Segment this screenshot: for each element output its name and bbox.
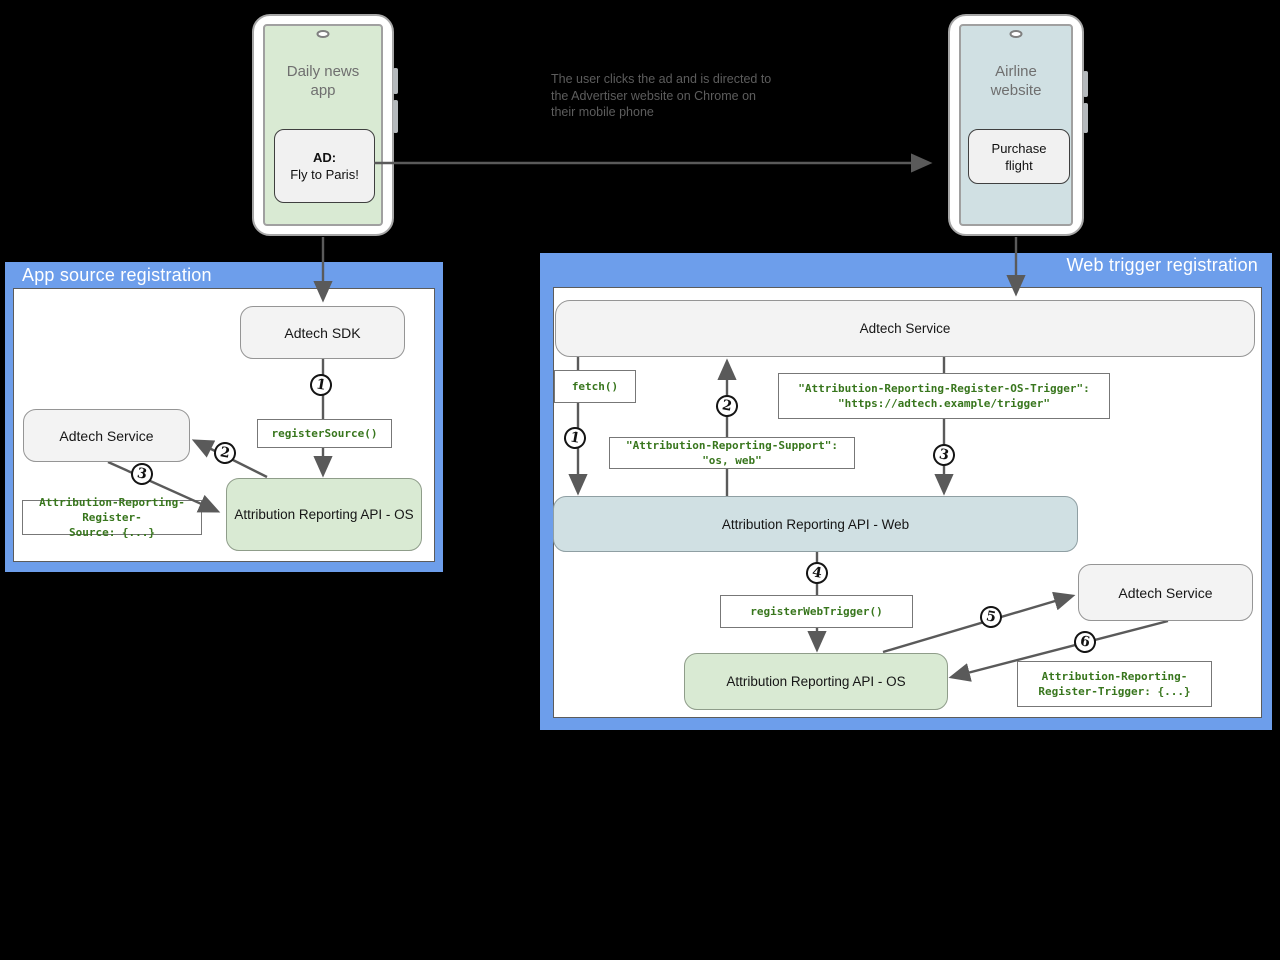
node-attribution-api-web: Attribution Reporting API - Web bbox=[553, 496, 1078, 552]
code-register-source: registerSource() bbox=[257, 419, 392, 448]
camera-icon bbox=[316, 30, 330, 38]
phone-airline-website: Airline website Purchase flight bbox=[948, 14, 1088, 236]
code-register-source-header: Attribution-Reporting-Register- Source: … bbox=[22, 496, 202, 539]
panel-title-web-trigger: Web trigger registration bbox=[1066, 255, 1258, 275]
node-adtech-service: Adtech Service bbox=[23, 409, 190, 462]
code-fetch: fetch() bbox=[554, 370, 636, 403]
web-trigger-registration-panel: Web trigger registration Adtech Service … bbox=[540, 253, 1272, 730]
node-attribution-api-os: Attribution Reporting API - OS bbox=[226, 478, 422, 551]
app-source-registration-panel: App source registration Adtech SDK Adtec… bbox=[5, 262, 443, 572]
code-register-trigger-header: Attribution-Reporting- Register-Trigger:… bbox=[1017, 661, 1212, 707]
camera-icon bbox=[1009, 30, 1023, 38]
annotation-text: The user clicks the ad and is directed t… bbox=[551, 72, 772, 119]
ad-text: Fly to Paris! bbox=[290, 167, 359, 182]
phone-side-button bbox=[393, 68, 398, 94]
node-adtech-sdk: Adtech SDK bbox=[240, 306, 405, 359]
phone-news-app: Daily news app AD: Fly to Paris! bbox=[252, 14, 398, 236]
panel-title-app-source: App source registration bbox=[22, 265, 212, 285]
node-adtech-service-top: Adtech Service bbox=[555, 300, 1255, 357]
code-register-os-trigger-header: "Attribution-Reporting-Register-OS-Trigg… bbox=[778, 373, 1110, 419]
news-app-title: Daily news app bbox=[286, 63, 360, 99]
purchase-flight-box: Purchase flight bbox=[968, 129, 1070, 184]
code-support-header: "Attribution-Reporting-Support": "os, we… bbox=[609, 437, 855, 469]
ad-title: AD: bbox=[312, 150, 337, 165]
airline-screen: Airline website Purchase flight bbox=[959, 24, 1073, 226]
phone-side-button bbox=[1083, 103, 1088, 133]
node-adtech-service-right: Adtech Service bbox=[1078, 564, 1253, 621]
node-attribution-api-os: Attribution Reporting API - OS bbox=[684, 653, 948, 710]
phone-side-button bbox=[393, 100, 398, 133]
phone-side-button bbox=[1083, 71, 1088, 97]
news-app-screen: Daily news app AD: Fly to Paris! bbox=[263, 24, 383, 226]
ad-box: AD: Fly to Paris! bbox=[274, 129, 375, 203]
airline-title: Airline website bbox=[990, 63, 1042, 99]
code-register-web-trigger: registerWebTrigger() bbox=[720, 595, 913, 628]
